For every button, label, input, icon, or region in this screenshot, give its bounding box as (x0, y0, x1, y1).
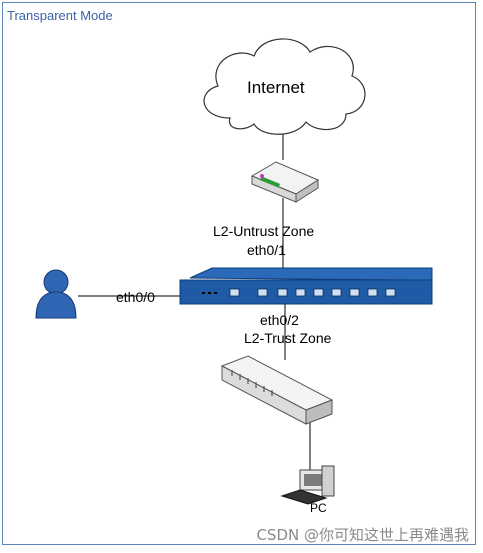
cloud-icon (203, 38, 366, 135)
internet-label: Internet (247, 78, 305, 97)
pc-label: PC (310, 501, 327, 515)
switch-icon (220, 355, 334, 425)
router-icon (250, 161, 320, 203)
untrust-zone-label: L2-Untrust Zone (213, 223, 315, 239)
eth0-0-label: eth0/0 (116, 289, 155, 305)
watermark: CSDN @你可知这世上再难遇我 (256, 526, 469, 544)
diagram-title: Transparent Mode (7, 8, 113, 23)
trust-zone-label: L2-Trust Zone (244, 330, 332, 346)
diagram-frame (2, 2, 476, 545)
pc-icon (280, 465, 335, 505)
user-icon (35, 269, 77, 319)
eth0-2-label: eth0/2 (260, 312, 299, 328)
firewall-icon (179, 267, 433, 305)
eth0-1-label: eth0/1 (247, 242, 286, 258)
